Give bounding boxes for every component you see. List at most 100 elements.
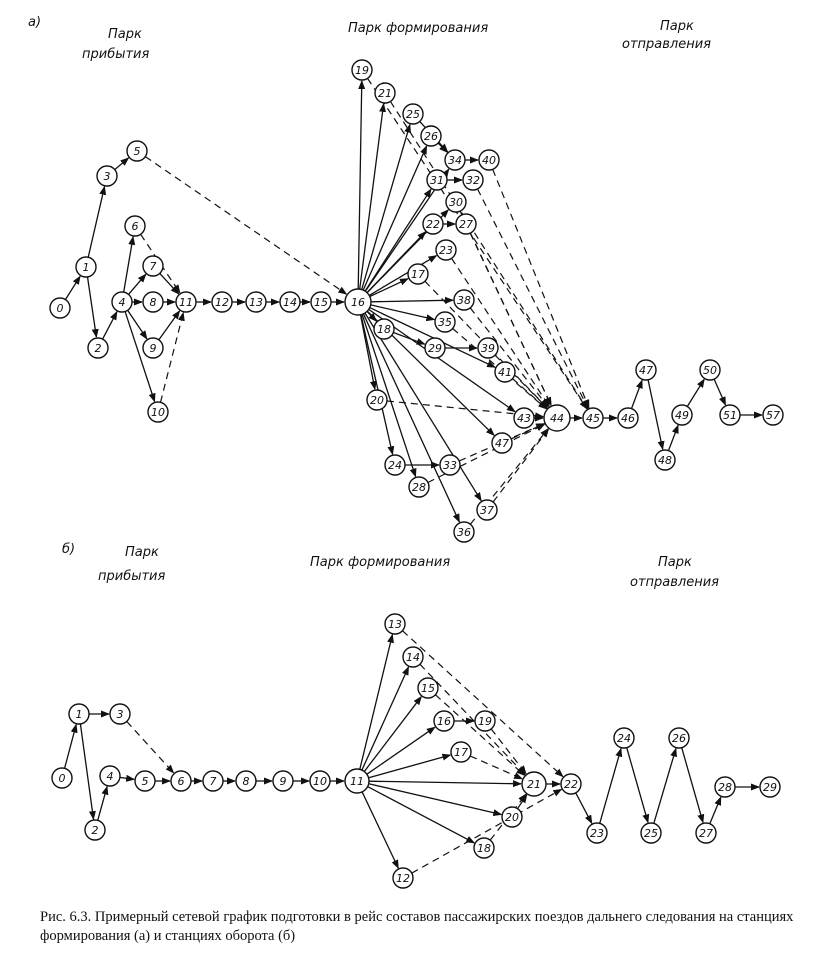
edge-b20-b21 [516,793,528,810]
node-label: 45 [586,412,600,425]
node-a19: 19 [351,59,373,81]
edge-a26-a34 [437,142,448,153]
node-b8: 8 [235,770,257,792]
node-label: 26 [424,130,438,143]
node-circle [455,213,477,235]
node-b4: 4 [99,765,121,787]
node-a57: 57 [762,404,784,426]
node-circle [762,404,784,426]
node-circle [408,476,430,498]
edge-a28-a44 [427,423,546,484]
node-circle [654,449,676,471]
edge-b1-b2 [79,723,96,821]
node-circle [426,169,448,191]
node-label: 57 [766,409,780,422]
node-b19: 19 [474,710,496,732]
node-circle [695,822,717,844]
node-circle [543,404,571,432]
node-circle [453,289,475,311]
node-a30: 30 [445,191,467,213]
node-label: 0 [59,772,66,785]
node-a15: 15 [310,291,332,313]
edge-b19-b21 [490,728,527,775]
edge-b11-b21 [368,780,522,788]
edge-a0-a1 [64,275,81,300]
node-a18: 18 [373,318,395,340]
node-a31: 31 [426,169,448,191]
node-label: 32 [466,174,480,187]
node-circle [668,727,690,749]
node-label: 25 [406,108,420,121]
node-circle [671,404,693,426]
part-a-departure-label-1: Парк [660,19,694,34]
node-circle [309,770,331,792]
node-circle [170,770,192,792]
node-circle [99,765,121,787]
node-b10: 10 [309,770,331,792]
node-label: 27 [699,827,713,840]
node-circle [68,703,90,725]
node-label: 12 [396,872,410,885]
node-b9: 9 [272,770,294,792]
node-b3: 3 [109,703,131,725]
node-label: 29 [763,781,777,794]
node-a12: 12 [211,291,233,313]
node-label: 21 [527,778,541,791]
node-circle [699,359,721,381]
node-circle [613,727,635,749]
node-label: 16 [351,296,365,309]
node-a46: 46 [617,407,639,429]
edge-a16-a22 [366,231,427,294]
edge-a7-a11 [159,272,180,295]
node-circle [635,359,657,381]
node-circle [124,215,146,237]
node-a23: 23 [435,239,457,261]
edge-b11-b17 [368,753,452,779]
node-label: 22 [564,778,578,791]
edge-b13-b22 [401,630,564,778]
edge-a50-a51 [713,378,727,406]
node-circle [134,770,156,792]
node-a4: 4 [111,291,133,313]
node-circle [147,401,169,423]
node-a25: 25 [402,103,424,125]
node-a47: 47 [635,359,657,381]
node-a14: 14 [279,291,301,313]
node-circle [453,521,475,543]
node-label: 49 [675,409,689,422]
node-b15: 15 [417,677,439,699]
edge-a16-a25 [361,123,412,290]
node-circle [392,867,414,889]
node-label: 1 [83,261,90,274]
node-a33: 33 [439,454,461,476]
node-label: 47 [639,364,653,377]
node-circle [450,741,472,763]
edge-a16-a36 [362,313,460,523]
edge-b27-b28 [709,796,722,825]
node-b21: 21 [521,771,547,797]
node-circle [439,454,461,476]
edge-a1-a2 [86,276,99,339]
node-b20: 20 [501,806,523,828]
node-a16: 16 [344,288,372,316]
node-label: 10 [151,406,165,419]
edge-a40-a45 [492,169,590,409]
edge-a16-a21 [359,102,387,290]
edge-a36-a44 [469,428,549,525]
edge-a27-a44 [469,232,552,407]
edge-a4-a6 [123,235,136,293]
node-a8: 8 [142,291,164,313]
node-circle [462,169,484,191]
node-circle [402,103,424,125]
node-label: 13 [388,618,402,631]
node-label: 8 [243,775,250,788]
node-b28: 28 [714,776,736,798]
node-a40: 40 [478,149,500,171]
node-label: 23 [439,244,453,257]
node-circle [384,613,406,635]
node-circle [617,407,639,429]
node-circle [513,407,535,429]
edge-a4-a9 [127,309,148,340]
node-circle [422,213,444,235]
